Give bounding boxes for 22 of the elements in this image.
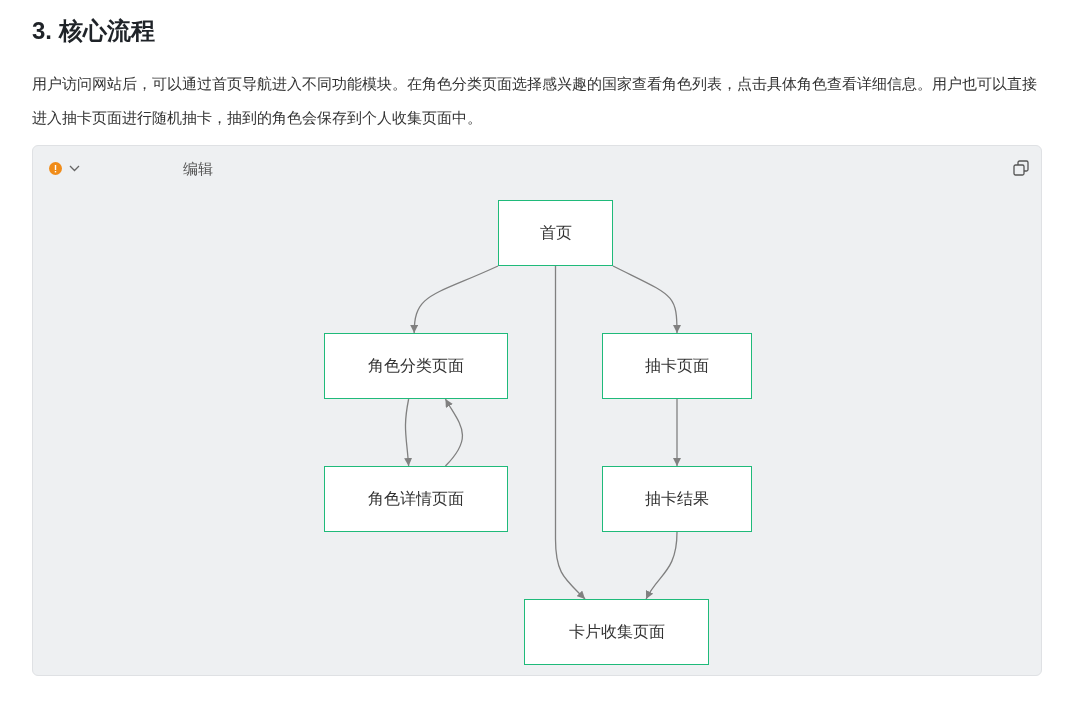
process-box [602,333,752,399]
process-box [324,333,508,399]
node-label: 首页 [539,223,572,243]
node-label: 抽卡结果 [645,489,709,509]
arrow [444,398,464,467]
node-label: 角色分类页面 [368,356,464,376]
arrow [404,398,412,467]
edit-link: 编辑 [183,159,213,179]
process-box [324,466,508,532]
process-box [602,466,752,532]
arrow [673,398,681,467]
node-label: 抽卡页面 [645,356,709,376]
description-paragraph: 用户访问网站后，可以通过首页导航进入不同功能模块。在角色分类页面选择感兴趣的国家查看角色列表，点击具体角色查看详细信息。用户也可以直接进入抽卡页面进行随机抽卡，抽到的角色会保存到个人收集页面中。 [32,74,1038,128]
arrow [554,265,586,600]
node-label: 卡片收集页面 [568,622,665,642]
arrow [410,265,499,334]
section-heading: 3. 核心流程 [32,16,155,46]
arrow [612,265,681,334]
process-box [498,200,613,266]
process-box [524,599,709,665]
arrow [645,531,678,600]
node-label: 角色详情页面 [368,489,464,509]
